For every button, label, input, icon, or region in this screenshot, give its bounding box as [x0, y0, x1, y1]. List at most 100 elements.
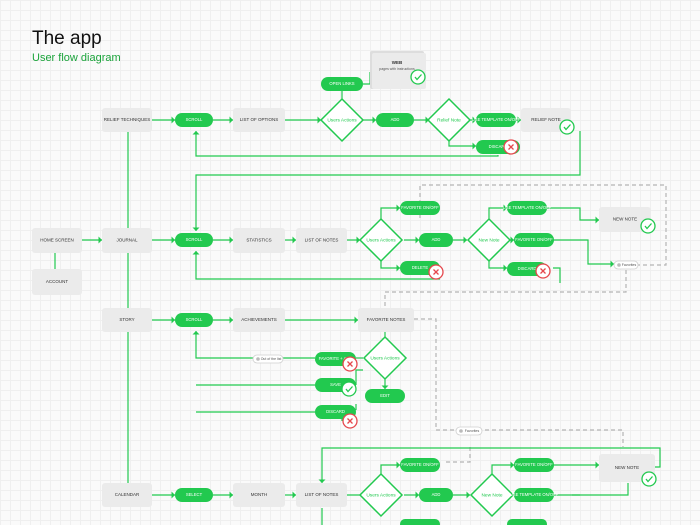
arrowhead	[372, 116, 376, 124]
journal-node	[102, 228, 152, 253]
story-favorites-tag-dot	[459, 429, 463, 433]
journal-favorite-node	[400, 201, 440, 215]
calendar-users-actions-diamond	[358, 472, 404, 518]
statistics-node-label: STATISTICS	[246, 238, 271, 243]
arrowhead	[292, 491, 296, 499]
relief-note-node	[521, 108, 571, 132]
calendar-use-template-node	[514, 488, 554, 502]
web-page-title: WEB	[392, 60, 403, 65]
relief-note-confirm-icon-mark	[563, 124, 571, 131]
relief-scroll-node-label: SCROLL	[186, 117, 203, 122]
arrowhead	[415, 236, 419, 244]
arrowhead	[171, 316, 175, 324]
arrowhead	[98, 236, 102, 244]
journal-new-note-confirm-icon-mark	[644, 223, 652, 230]
dashed-connector	[414, 318, 624, 447]
arrowhead	[472, 116, 476, 124]
calendar-favorite-node	[400, 458, 440, 472]
list-of-options-node	[233, 108, 285, 132]
achievements-node	[233, 308, 285, 332]
story-favorites-tag	[455, 426, 483, 436]
arrowhead	[229, 491, 233, 499]
story-node-label: STORY	[119, 317, 134, 322]
arrowhead	[396, 264, 400, 272]
relief-note-node-label: RELIEF NOTE	[531, 117, 561, 122]
dashed-connector	[443, 447, 471, 463]
arrowhead	[466, 491, 470, 499]
arrowhead	[229, 236, 233, 244]
journal-list-of-notes-node-label: LIST OF NOTES	[305, 238, 339, 243]
calendar-favorite-node-label: FAVORITE ON/OFF	[401, 462, 439, 467]
relief-users-actions-diamond-label: Users Actions	[327, 117, 357, 123]
journal-node-label: JOURNAL	[116, 238, 138, 243]
journal-new-note-node	[599, 207, 651, 232]
journal-add-node	[419, 233, 453, 247]
calendar-select-node	[175, 488, 213, 502]
calendar-new-note-node	[599, 454, 655, 482]
journal-favorites-tag-label: Favorites	[622, 263, 637, 267]
arrowhead	[595, 216, 599, 224]
journal-new-favorite-node	[514, 233, 554, 247]
journal-use-template-node-label: USE TEMPLATE ON/OFF	[503, 205, 552, 210]
story-users-actions-diamond	[362, 335, 408, 381]
out-of-list-tag	[252, 354, 284, 364]
arrowhead	[318, 479, 326, 483]
arrowhead	[396, 204, 400, 212]
journal-discard-icon-mark	[540, 268, 546, 274]
arrowhead	[229, 116, 233, 124]
calendar-add-node-label: ADD	[432, 492, 441, 497]
arrowhead	[192, 331, 200, 335]
arrowhead	[171, 116, 175, 124]
calendar-add-node	[419, 488, 453, 502]
calendar-new-favorite-node-label: FAVORITE ON/OFF	[515, 462, 553, 467]
connector-line	[195, 131, 499, 157]
relief-note-diamond	[426, 97, 472, 143]
connector-line	[553, 239, 614, 265]
story-users-actions-diamond-label: Users Actions	[370, 355, 400, 361]
journal-new-favorite-node-label: FAVORITE ON/OFF	[515, 237, 553, 242]
arrowhead	[381, 385, 389, 389]
arrowhead	[415, 491, 419, 499]
connector-line	[363, 72, 371, 85]
statistics-node	[233, 228, 285, 253]
journal-list-of-notes-node	[296, 228, 347, 253]
dashed-connector	[384, 270, 627, 306]
journal-favorite-node-label: FAVORITE ON/OFF	[401, 205, 439, 210]
journal-new-note-diamond	[466, 217, 512, 263]
relief-add-node	[376, 113, 414, 127]
save-confirm-icon	[341, 381, 357, 397]
edit-node-label: EDIT	[380, 393, 390, 398]
favorite-notes-node-label: FAVORITE NOTES	[367, 317, 406, 322]
story-scroll-node-label: SCROLL	[186, 317, 203, 322]
relief-discard-icon-mark	[508, 144, 514, 150]
calendar-new-note-node-label: NEW NOTE	[615, 465, 639, 470]
arrowhead	[354, 316, 358, 324]
account-node	[32, 269, 82, 295]
journal-new-note-diamond-label: New Note	[478, 237, 499, 243]
journal-favorites-tag-dot	[617, 263, 621, 267]
arrowhead	[610, 260, 614, 268]
connector-line	[195, 331, 315, 359]
calendar-list-of-notes-node-label: LIST OF NOTES	[305, 492, 339, 497]
arrowhead	[472, 142, 476, 150]
arrowhead	[192, 227, 200, 231]
calendar-hidden-node-2	[507, 519, 547, 525]
story-discard-icon-mark	[347, 418, 353, 424]
connector-line	[488, 261, 507, 269]
month-node	[233, 483, 285, 507]
connector-line	[195, 131, 581, 231]
journal-use-template-node	[507, 201, 547, 215]
relief-scroll-node	[175, 113, 213, 127]
connector-line	[195, 251, 440, 280]
calendar-node-label: CALENDAR	[115, 492, 140, 497]
story-favorites-tag-label: Favorites	[465, 429, 480, 433]
arrowhead	[171, 491, 175, 499]
relief-users-actions-diamond	[319, 97, 365, 143]
month-node-label: MONTH	[251, 492, 268, 497]
story-scroll-node	[175, 313, 213, 327]
relief-techniques-node	[102, 108, 152, 132]
edit-node	[365, 389, 405, 403]
calendar-hidden-node-1	[400, 519, 440, 525]
arrowhead	[192, 131, 200, 135]
